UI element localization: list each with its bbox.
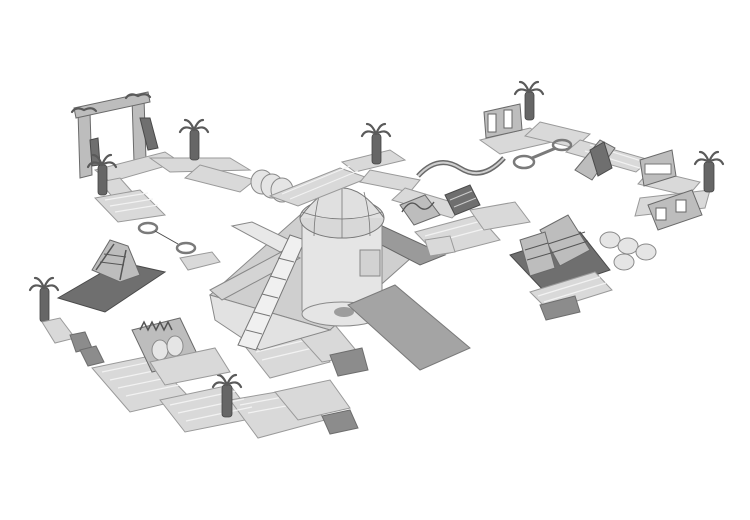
slide-obstacle-right xyxy=(574,139,616,181)
twist-bridge xyxy=(416,156,506,178)
walkway-right-front xyxy=(529,271,613,321)
palm-tree-7 xyxy=(693,150,725,193)
walkway-back-left xyxy=(93,151,257,223)
palm-tree-3 xyxy=(28,276,60,323)
ladder-obstacle-center xyxy=(444,184,481,216)
ring-obstacle-left xyxy=(137,221,221,271)
walkway-center-right xyxy=(414,201,531,257)
palm-tree-4 xyxy=(211,373,243,418)
wave-slide-obstacle xyxy=(399,194,441,226)
arch-swing-structure xyxy=(70,91,159,179)
walkway-front-bottom xyxy=(159,379,359,439)
palm-tree-2 xyxy=(178,118,210,161)
tube-obstacles-right xyxy=(599,189,703,271)
slide-ramp-front xyxy=(347,284,471,371)
frame-obstacle-top xyxy=(483,103,523,139)
palm-tree-1 xyxy=(86,153,118,196)
climbing-tower-left xyxy=(56,239,167,313)
palm-arch-left xyxy=(70,107,98,114)
ring-obstacle-right xyxy=(512,138,573,170)
palm-arch-right xyxy=(124,93,152,100)
palm-tree-5 xyxy=(360,122,392,165)
palm-tree-6 xyxy=(513,80,545,121)
gate-obstacle xyxy=(639,149,677,187)
